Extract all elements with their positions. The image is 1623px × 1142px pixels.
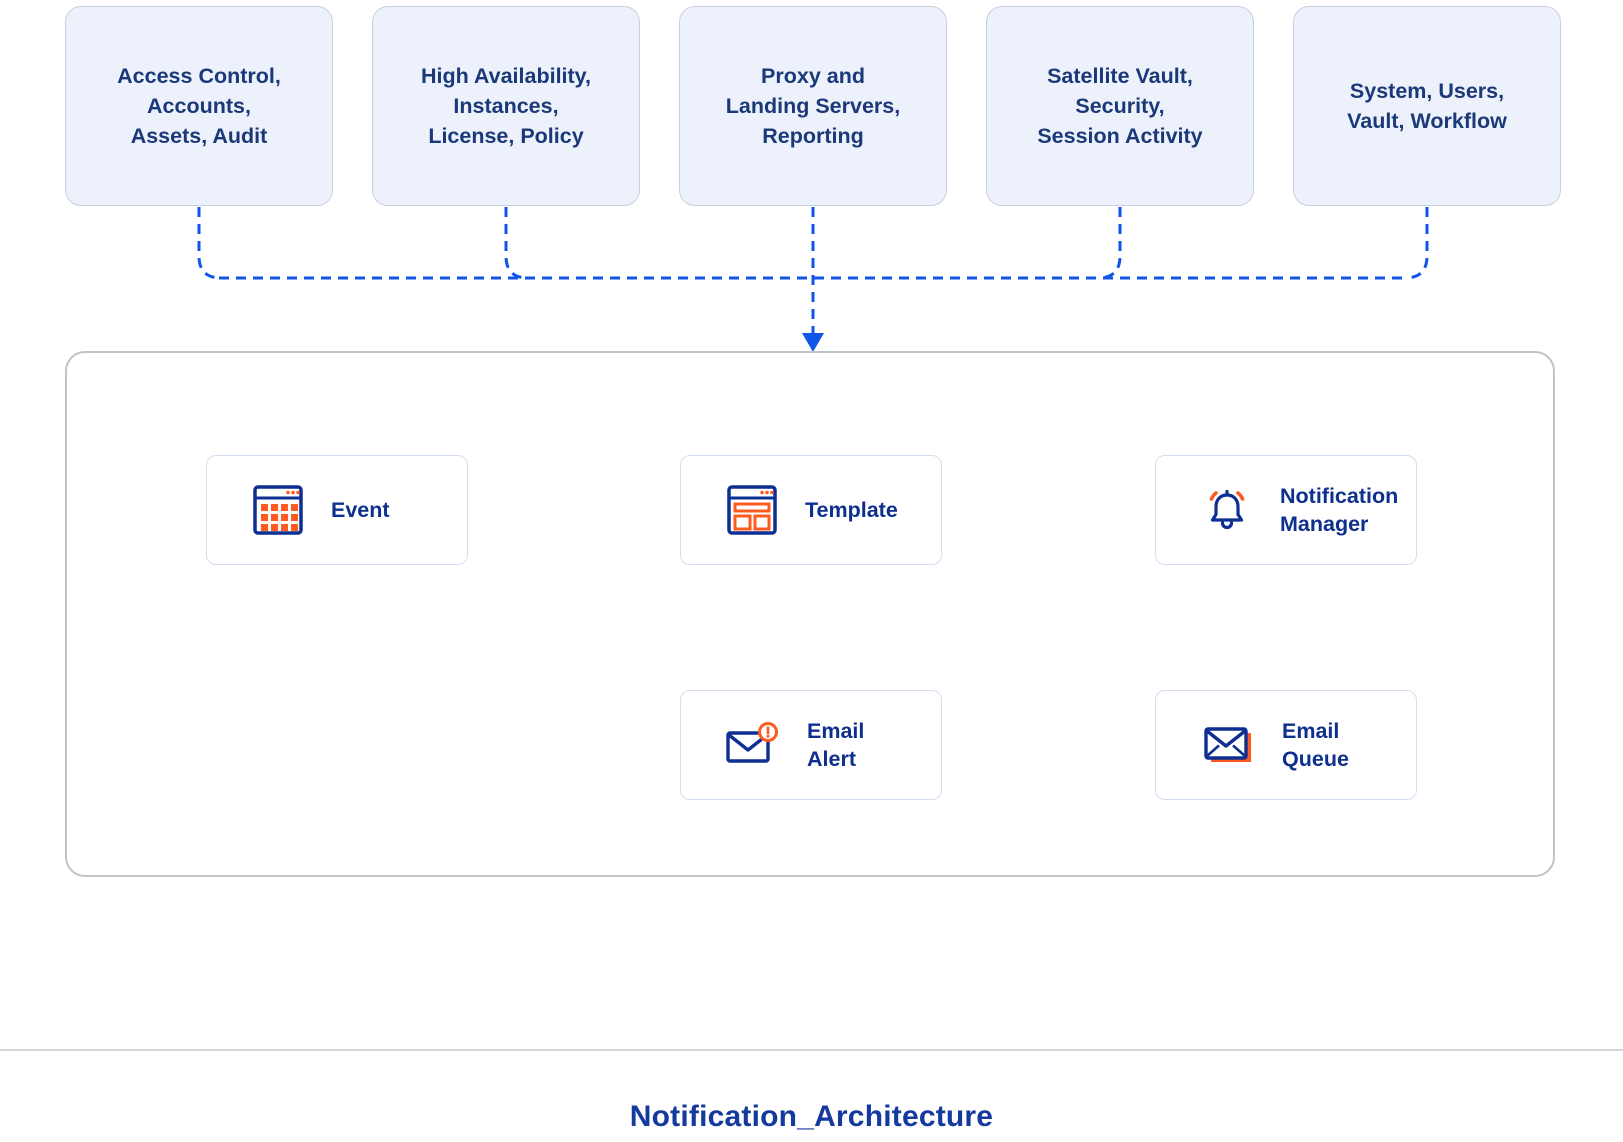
connector-high-availability xyxy=(504,207,529,280)
node-notification-manager-label: Notification Manager xyxy=(1280,484,1399,536)
footer-divider xyxy=(0,1049,1623,1051)
box-access-control[interactable]: Access Control, Accounts, Assets, Audit xyxy=(65,6,333,206)
node-event-label: Event xyxy=(331,498,390,522)
box-high-availability-label: High Availability, Instances, License, P… xyxy=(420,64,592,148)
connector-access-control xyxy=(197,207,222,280)
node-template-label: Template xyxy=(805,498,898,522)
box-satellite-vault[interactable]: Satellite Vault, Security, Session Activ… xyxy=(986,6,1254,206)
node-email-alert-label: Email Alert xyxy=(807,719,865,771)
box-access-control-label: Access Control, Accounts, Assets, Audit xyxy=(117,64,281,148)
node-email-alert[interactable]: Email Alert xyxy=(680,690,942,800)
email-queue-icon xyxy=(1204,727,1251,762)
box-high-availability[interactable]: High Availability, Instances, License, P… xyxy=(372,6,640,206)
node-template[interactable]: Template xyxy=(680,455,942,565)
connector-satellite-vault xyxy=(1097,207,1122,280)
box-proxy-landing[interactable]: Proxy and Landing Servers, Reporting xyxy=(679,6,947,206)
connector-system-users xyxy=(1404,207,1429,280)
box-proxy-landing-label: Proxy and Landing Servers, Reporting xyxy=(725,64,901,148)
node-event[interactable]: Event xyxy=(206,455,468,565)
template-layout-icon xyxy=(727,485,777,535)
diagram-title: Notification_Architecture xyxy=(629,1100,994,1133)
email-alert-icon xyxy=(726,722,778,763)
node-email-queue-label: Email Queue xyxy=(1282,719,1349,771)
box-system-users[interactable]: System, Users, Vault, Workflow xyxy=(1293,6,1561,206)
notification-bell-icon xyxy=(1209,489,1245,530)
arrowhead-into-container xyxy=(802,333,824,352)
box-satellite-vault-label: Satellite Vault, Security, Session Activ… xyxy=(1037,64,1203,148)
node-notification-manager[interactable]: Notification Manager xyxy=(1155,455,1417,565)
node-email-queue[interactable]: Email Queue xyxy=(1155,690,1417,800)
box-system-users-label: System, Users, Vault, Workflow xyxy=(1347,79,1507,133)
calendar-grid-icon xyxy=(253,485,303,535)
